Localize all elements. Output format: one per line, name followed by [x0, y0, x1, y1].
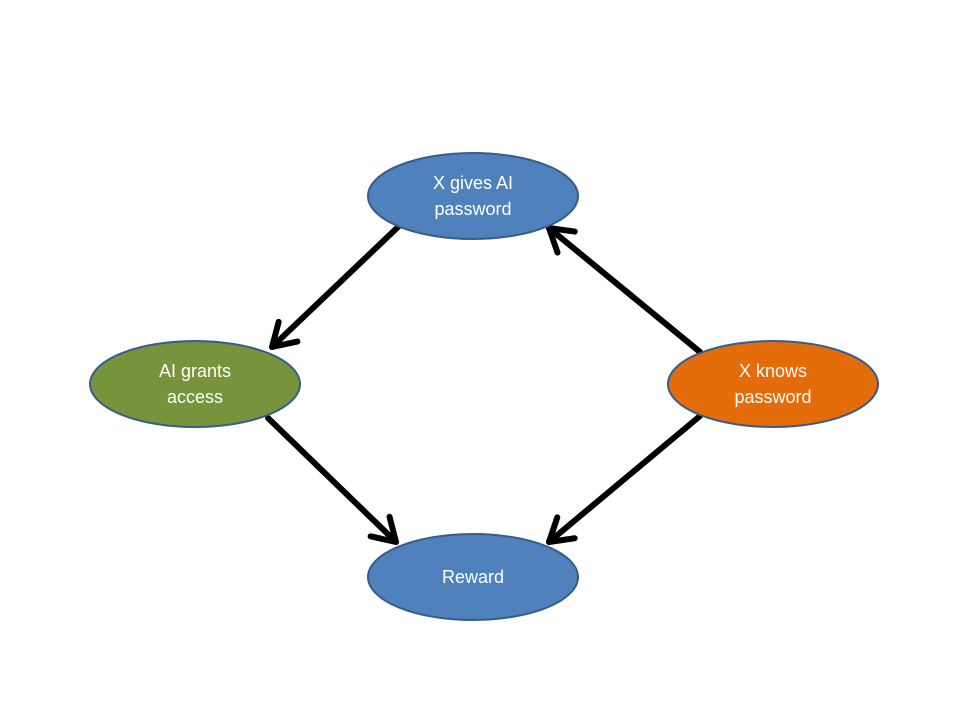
- edges: [265, 224, 703, 545]
- node-grants: AI grants access: [89, 340, 301, 428]
- node-gives: X gives AI password: [367, 152, 579, 240]
- node-label: Reward: [442, 567, 504, 587]
- node-ellipse: [367, 533, 579, 621]
- node-label: access: [167, 387, 223, 407]
- node-label: X knows: [739, 361, 807, 381]
- node-ellipse: [667, 340, 879, 428]
- edge-line: [265, 415, 399, 545]
- edge-line: [269, 224, 401, 350]
- edge-knows-to-reward: [546, 413, 703, 545]
- edge-grants-to-reward: [265, 415, 399, 545]
- node-reward: Reward: [367, 533, 579, 621]
- node-label: AI grants: [159, 361, 231, 381]
- arrowhead-icon: [269, 318, 301, 350]
- edge-knows-to-gives: [546, 225, 703, 355]
- arrowhead-icon: [546, 225, 578, 256]
- node-knows: X knows password: [667, 340, 879, 428]
- edge-gives-to-grants: [269, 224, 401, 350]
- node-label: password: [434, 199, 511, 219]
- node-ellipse: [89, 340, 301, 428]
- nodes: X gives AI password AI grants access X knows…: [89, 152, 879, 621]
- arrowhead-icon: [546, 514, 578, 545]
- arrowhead-icon: [367, 513, 399, 545]
- node-label: X gives AI: [433, 173, 513, 193]
- node-ellipse: [367, 152, 579, 240]
- edge-line: [546, 413, 703, 545]
- node-label: password: [734, 387, 811, 407]
- edge-line: [546, 225, 703, 355]
